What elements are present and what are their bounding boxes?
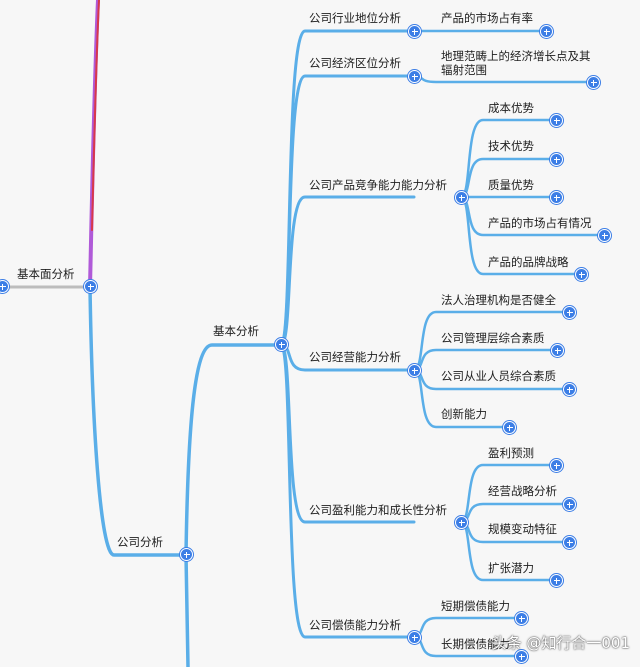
node-expansion-potential[interactable]: 扩张潜力	[488, 561, 534, 575]
plus-circle-icon[interactable]	[408, 25, 421, 38]
plus-circle-icon[interactable]	[540, 25, 553, 38]
node-staff-quality[interactable]: 公司从业人员综合素质	[441, 369, 556, 383]
node-tech-advantage[interactable]: 技术优势	[488, 139, 534, 153]
node-operating-ability[interactable]: 公司经营能力分析	[309, 350, 401, 364]
node-business-strategy[interactable]: 经营战略分析	[488, 484, 557, 498]
node-quality-advantage[interactable]: 质量优势	[488, 178, 534, 192]
plus-circle-icon[interactable]	[455, 191, 468, 204]
plus-circle-icon[interactable]	[275, 338, 288, 351]
node-fundamental-analysis[interactable]: 基本面分析	[17, 267, 75, 281]
plus-circle-icon[interactable]	[575, 268, 588, 281]
node-corporate-governance[interactable]: 法人治理机构是否健全	[441, 293, 556, 307]
plus-circle-icon[interactable]	[550, 574, 563, 587]
plus-circle-icon[interactable]	[550, 459, 563, 472]
node-innovation[interactable]: 创新能力	[441, 407, 487, 421]
plus-circle-icon[interactable]	[550, 191, 563, 204]
link-company-continue	[184, 553, 190, 667]
watermark: 头条 @知行合一001	[491, 634, 630, 652]
node-company-analysis[interactable]: 公司分析	[117, 535, 163, 549]
link-basic-analysis	[184, 343, 283, 557]
node-industry-position[interactable]: 公司行业地位分析	[309, 11, 401, 25]
plus-circle-icon[interactable]	[550, 114, 563, 127]
plus-circle-icon[interactable]	[408, 70, 421, 83]
plus-circle-icon[interactable]	[455, 516, 468, 529]
node-product-competition[interactable]: 公司产品竞争能力能力分析	[309, 178, 447, 192]
node-basic-analysis[interactable]: 基本分析	[213, 324, 259, 338]
node-short-term-solvency[interactable]: 短期偿债能力	[441, 599, 510, 613]
plus-circle-icon[interactable]	[515, 612, 528, 625]
node-long-term-solvency[interactable]: 长期偿债能力	[441, 637, 510, 651]
plus-circle-icon[interactable]	[551, 344, 564, 357]
node-scale-change[interactable]: 规模变动特征	[488, 522, 557, 536]
link-level4-3-1	[412, 348, 559, 372]
plus-circle-icon[interactable]	[563, 306, 576, 319]
link-level3-4	[279, 343, 416, 524]
plus-circle-icon[interactable]	[563, 498, 576, 511]
plus-circle-icon[interactable]	[550, 153, 563, 166]
node-management-quality[interactable]: 公司管理层综合素质	[441, 331, 545, 345]
node-brand-strategy[interactable]: 产品的品牌战略	[488, 255, 569, 269]
link-company-analysis	[88, 285, 188, 557]
plus-circle-icon[interactable]	[0, 280, 9, 293]
node-cost-advantage[interactable]: 成本优势	[488, 101, 534, 115]
plus-circle-icon[interactable]	[180, 548, 193, 561]
plus-circle-icon[interactable]	[598, 229, 611, 242]
link-level3-1	[279, 74, 416, 347]
plus-circle-icon[interactable]	[563, 536, 576, 549]
plus-circle-icon[interactable]	[503, 421, 516, 434]
plus-circle-icon[interactable]	[587, 76, 600, 89]
plus-circle-icon[interactable]	[408, 364, 421, 377]
plus-circle-icon[interactable]	[563, 383, 576, 396]
node-market-share[interactable]: 产品的市场占有率	[441, 11, 533, 25]
node-solvency[interactable]: 公司偿债能力分析	[309, 618, 401, 632]
link-level4-4-1	[459, 502, 571, 524]
node-market-situation[interactable]: 产品的市场占有情况	[488, 216, 592, 230]
node-geo-growth[interactable]: 地理范畴上的经济增长点及其辐射范围	[441, 49, 591, 77]
node-profit-forecast[interactable]: 盈利预测	[488, 446, 534, 460]
link-level3-5	[279, 343, 416, 639]
accent-link-red	[91, 0, 100, 231]
node-economic-region[interactable]: 公司经济区位分析	[309, 56, 401, 70]
link-level3-2	[279, 195, 416, 347]
node-profit-growth[interactable]: 公司盈利能力和成长性分析	[309, 503, 447, 517]
plus-circle-icon[interactable]	[84, 280, 97, 293]
plus-circle-icon[interactable]	[408, 631, 421, 644]
plus-circle-icon[interactable]	[515, 650, 528, 663]
